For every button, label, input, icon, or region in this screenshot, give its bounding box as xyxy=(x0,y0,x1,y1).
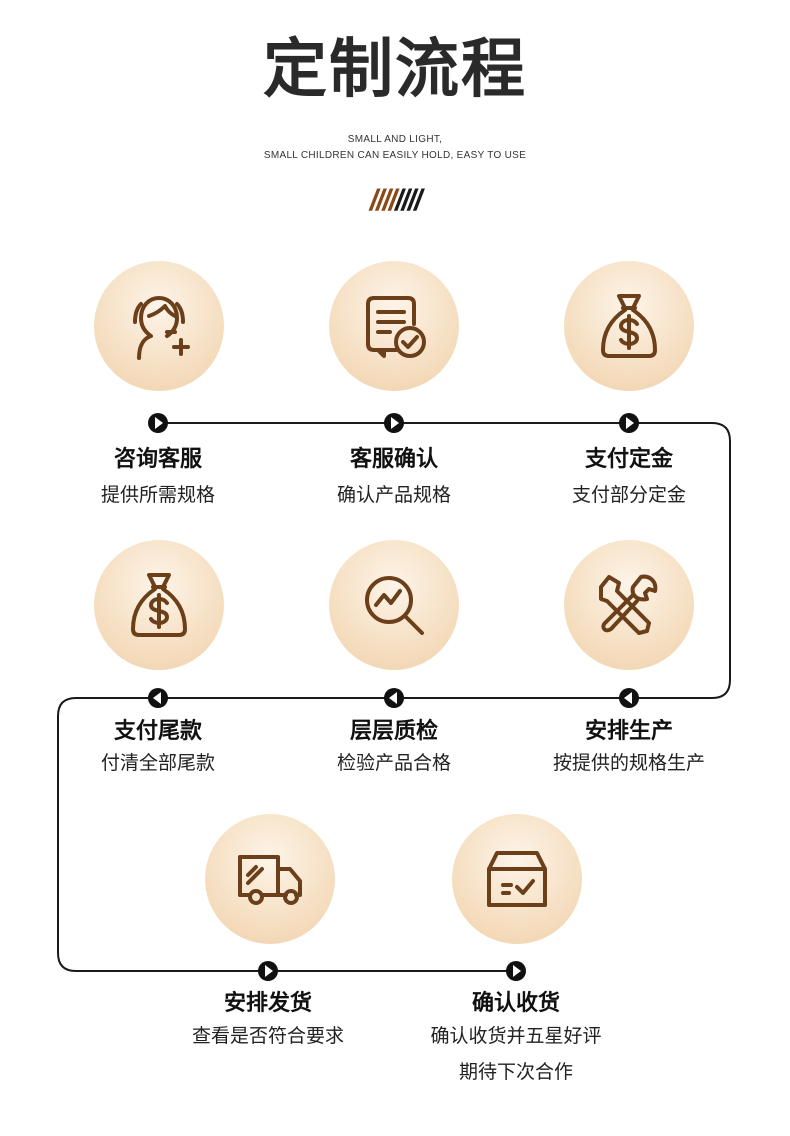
page-subtitle: SMALL AND LIGHT, SMALL CHILDREN CAN EASI… xyxy=(0,132,790,164)
step-4-desc: 付清全部尾款 xyxy=(8,745,308,781)
arrow-left-marker-3 xyxy=(148,688,168,708)
step-3-desc: 支付部分定金 xyxy=(479,477,779,513)
arrow-right-marker-3 xyxy=(619,413,639,433)
step-7-title: 安排发货 xyxy=(223,991,312,1016)
step-6-desc: 按提供的规格生产 xyxy=(479,745,779,781)
step-1-desc: 提供所需规格 xyxy=(8,477,308,513)
step-2-title: 客服确认 xyxy=(349,447,438,472)
delivery-truck-icon xyxy=(238,855,302,905)
step-7-desc: 查看是否符合要求 xyxy=(118,1018,418,1054)
slashes-accent: //// xyxy=(369,184,397,217)
step-5-desc-line-1: 检验产品合格 xyxy=(336,752,451,774)
slashes-dark: //// xyxy=(395,184,422,217)
arrow-right-marker-5 xyxy=(506,961,526,981)
step-1-desc-line-1: 提供所需规格 xyxy=(100,484,215,506)
arrow-right-marker-4 xyxy=(258,961,278,981)
step-2-desc: 确认产品规格 xyxy=(244,477,544,513)
step-5-circle xyxy=(329,540,459,670)
step-6-title: 安排生产 xyxy=(584,719,673,744)
step-8-desc-line-1: 确认收货并五星好评 xyxy=(430,1025,602,1047)
step-8-desc: 确认收货并五星好评 期待下次合作 xyxy=(366,1018,666,1090)
arrow-left-marker-1 xyxy=(619,688,639,708)
step-2-circle xyxy=(329,261,459,391)
step-7-desc-line-1: 查看是否符合要求 xyxy=(191,1025,344,1047)
arrow-right-marker-2 xyxy=(384,413,404,433)
step-3-title: 支付定金 xyxy=(584,447,673,472)
customer-service-icon xyxy=(133,296,190,360)
arrow-right-marker-1 xyxy=(148,413,168,433)
decorative-slashes: //////// xyxy=(0,184,790,218)
tools-icon xyxy=(599,574,658,635)
step-6-circle xyxy=(564,540,694,670)
magnifier-chart-icon xyxy=(365,576,424,635)
step-8-title: 确认收货 xyxy=(471,991,560,1016)
step-7-circle xyxy=(205,814,335,944)
step-3-desc-line-1: 支付部分定金 xyxy=(571,484,686,506)
step-2-desc-line-1: 确认产品规格 xyxy=(336,484,451,506)
document-check-icon xyxy=(366,296,426,358)
step-1-title: 咨询客服 xyxy=(113,447,202,472)
step-1-circle xyxy=(94,261,224,391)
money-bag-icon xyxy=(601,294,657,358)
step-4-circle xyxy=(94,540,224,670)
step-4-title: 支付尾款 xyxy=(113,719,202,744)
step-4-desc-line-1: 付清全部尾款 xyxy=(100,752,215,774)
step-6-desc-line-1: 按提供的规格生产 xyxy=(552,752,705,774)
step-5-title: 层层质检 xyxy=(349,719,438,744)
step-8-desc-line-2: 期待下次合作 xyxy=(458,1061,573,1083)
package-box-icon xyxy=(487,851,547,907)
step-8-circle xyxy=(452,814,582,944)
money-bag-icon xyxy=(131,573,187,637)
page-title: 定制流程 xyxy=(263,33,527,107)
step-5-desc: 检验产品合格 xyxy=(244,745,544,781)
subtitle-line-2: SMALL CHILDREN CAN EASILY HOLD, EASY TO … xyxy=(263,150,527,161)
arrow-left-marker-2 xyxy=(384,688,404,708)
step-3-circle xyxy=(564,261,694,391)
subtitle-line-1: SMALL AND LIGHT, xyxy=(347,134,443,145)
